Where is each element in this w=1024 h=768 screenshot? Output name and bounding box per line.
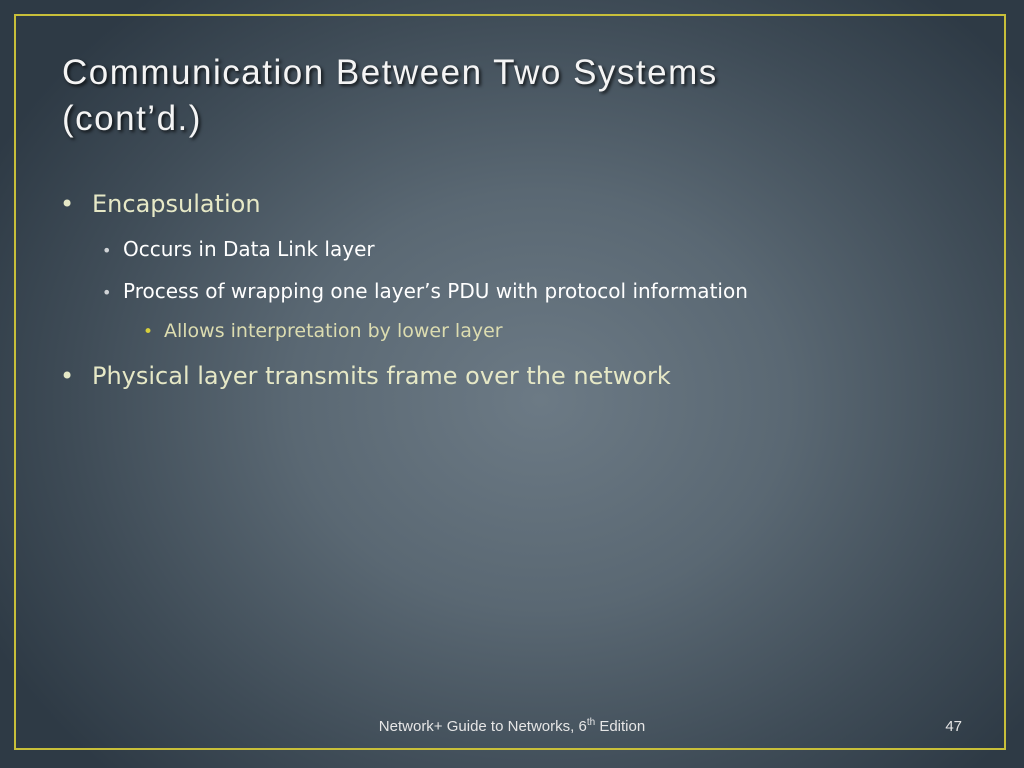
footer-superscript: th — [586, 717, 596, 728]
bullet-encapsulation: • Encapsulation — [60, 190, 261, 218]
bullet-marker: • — [60, 190, 75, 218]
slide-border-frame — [14, 14, 1006, 750]
slide-title-line-1: Communication Between Two Systems — [62, 53, 718, 92]
footer-text: Network+ Guide to Networks, 6 — [378, 718, 587, 735]
bullet-marker: • — [102, 283, 112, 302]
sub-bullet-process-of-wrapping: • Process of wrapping one layer’s PDU wi… — [102, 279, 748, 303]
page-number: 47 — [945, 718, 962, 735]
bullet-text: Physical layer transmits frame over the … — [92, 362, 671, 390]
bullet-marker: • — [60, 362, 75, 390]
bullet-text: Allows interpretation by lower layer — [164, 320, 503, 342]
bullet-physical-layer: • Physical layer transmits frame over th… — [60, 362, 671, 390]
sub-bullet-occurs-in-data-link-layer: • Occurs in Data Link layer — [102, 237, 375, 261]
footer-suffix: Edition — [595, 718, 646, 735]
bullet-text: Process of wrapping one layer’s PDU with… — [123, 279, 748, 303]
bullet-marker: • — [143, 322, 154, 342]
slide-title: Communication Between Two Systems (cont’d… — [62, 50, 962, 142]
sub-sub-bullet-allows-interpretation: • Allows interpretation by lower layer — [143, 320, 503, 342]
slide-footer: Network+ Guide to Networks, 6th Edition — [0, 717, 1024, 736]
slide-title-line-2: (cont’d.) — [62, 99, 202, 138]
bullet-text: Occurs in Data Link layer — [123, 237, 375, 261]
bullet-marker: • — [102, 241, 112, 260]
bullet-text: Encapsulation — [92, 190, 261, 218]
